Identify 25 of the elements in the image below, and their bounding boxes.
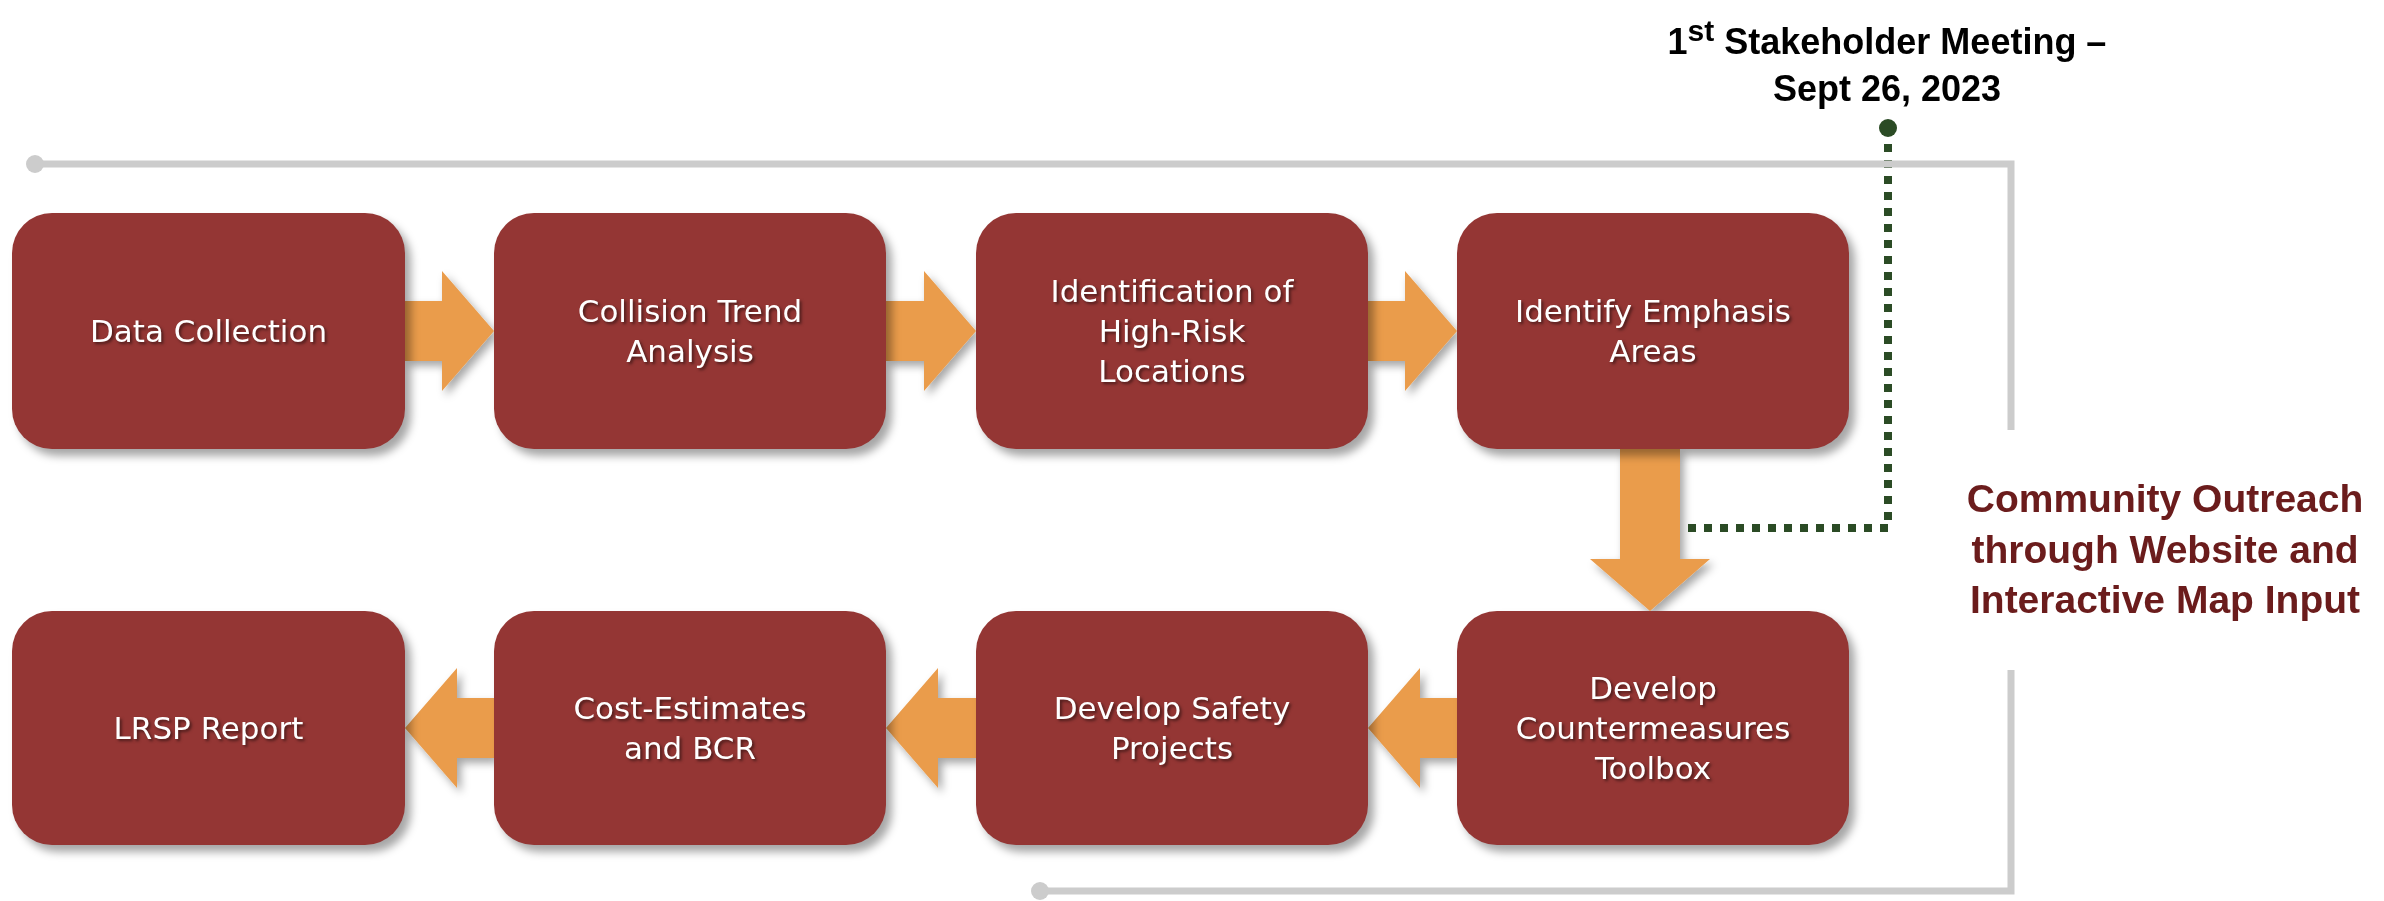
block-arrow <box>405 271 494 391</box>
process-box <box>1457 611 1849 845</box>
block-arrow <box>1368 271 1457 391</box>
outreach-note: Community Outreach through Website and Interactive Map Input <box>1965 475 2365 624</box>
block-arrow <box>1368 668 1457 788</box>
block-arrow <box>1590 449 1710 611</box>
step-label: Collision Trend Analysis <box>576 291 804 371</box>
process-box <box>12 611 405 845</box>
block-arrow <box>886 668 976 788</box>
step-label: Data Collection <box>89 311 328 351</box>
meeting-note: 1$^{st}$ Stakeholder Meeting – Sept 26, 2023 <box>1666 13 2108 111</box>
step-label: Develop Safety Projects <box>1052 688 1292 768</box>
process-box <box>12 213 405 449</box>
process-box <box>1457 213 1849 449</box>
step-label: LRSP Report <box>113 708 304 748</box>
process-box <box>494 611 886 845</box>
process-box <box>494 213 886 449</box>
process-box <box>976 611 1368 845</box>
step-label: Cost-Estimates and BCR <box>572 688 808 768</box>
block-arrow <box>886 271 976 391</box>
block-arrow <box>405 668 494 788</box>
step-label: Identify Emphasis Areas <box>1514 291 1792 371</box>
step-label: Identification of High-Risk Locations <box>1049 271 1295 392</box>
step-label: Develop Countermeasures Toolbox <box>1514 668 1792 789</box>
process-box <box>976 213 1368 449</box>
